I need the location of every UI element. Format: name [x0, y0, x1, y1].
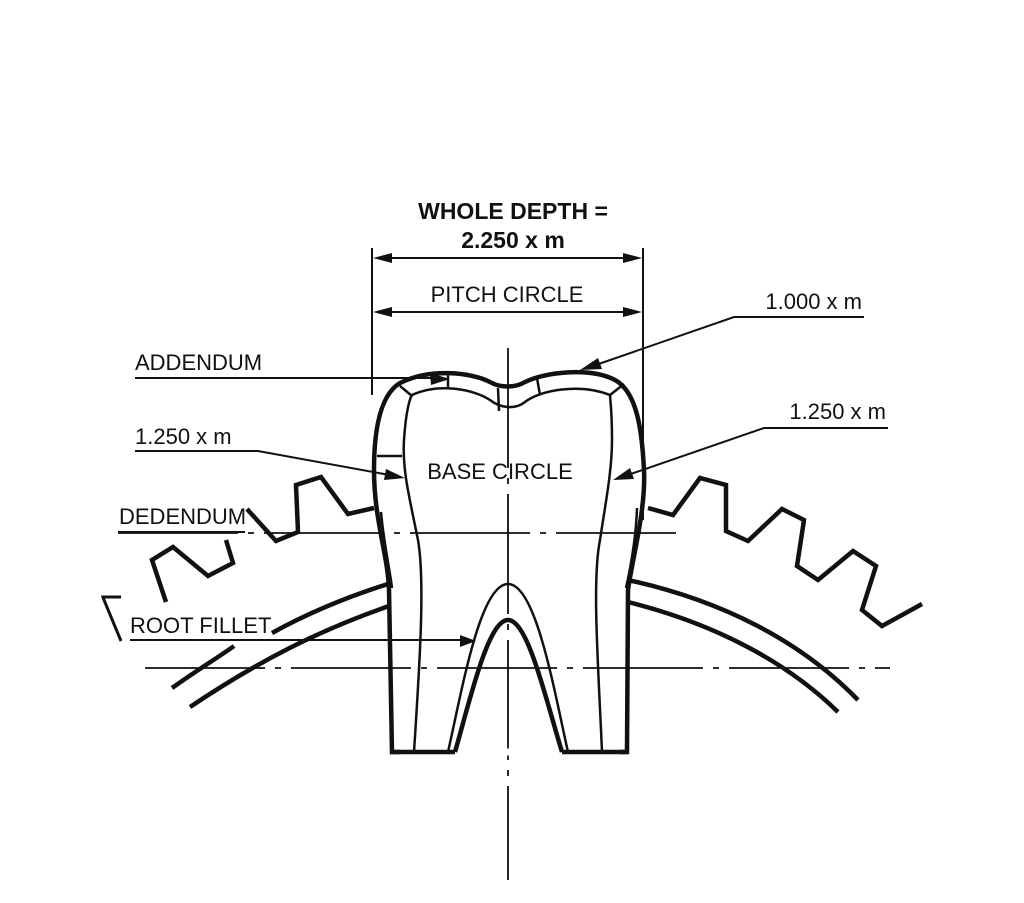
base-circle-label: BASE CIRCLE [427, 459, 573, 484]
root-fillet-curve [446, 582, 570, 753]
root-arc-outer-right [627, 577, 860, 702]
arrow-icon [430, 373, 450, 385]
crown-tick-right [609, 383, 625, 396]
addendum-label: ADDENDUM [135, 350, 262, 375]
whole-depth-value: 2.250 x m [461, 227, 565, 253]
tooth-root-gap-thick [452, 617, 565, 753]
arrow-icon [384, 469, 405, 480]
whole-depth-title: WHOLE DEPTH = [418, 198, 608, 224]
root-arc-inner-left [188, 603, 390, 709]
crown-tick-3 [535, 377, 542, 396]
gear-teeth-left [100, 474, 375, 642]
outer-profile-double-left [379, 511, 394, 589]
gear-teeth-right-row [647, 475, 924, 629]
tooth-outer-profile [371, 369, 647, 755]
crown-tick-left [399, 385, 413, 397]
addendum-value-right: 1.000 x m [765, 289, 862, 314]
root-circle-arcs [170, 577, 860, 714]
addendum-right-leader [589, 316, 864, 368]
base-profile-left [402, 394, 423, 753]
main-tooth [371, 369, 647, 756]
base-profile-right [594, 394, 614, 753]
dedendum-left-leader [135, 450, 396, 477]
root-arc-segment-left [170, 644, 236, 690]
arrow-left-icon [373, 307, 392, 317]
addendum-value-left: 1.250 x m [135, 424, 232, 449]
arrow-right-icon [623, 253, 642, 263]
dedendum-value-right: 1.250 x m [789, 399, 886, 424]
arrow-icon [580, 358, 602, 370]
gear-teeth-right [647, 475, 924, 629]
arrow-right-icon [623, 307, 642, 317]
dedendum-right-leader [621, 427, 888, 478]
pitch-circle-label: PITCH CIRCLE [431, 282, 584, 307]
gear-tooth-left-fragment [100, 595, 123, 642]
gear-tooth-left-lower [149, 539, 236, 603]
labels: WHOLE DEPTH = 2.250 x m PITCH CIRCLE ADD… [119, 198, 886, 638]
base-crown [411, 387, 611, 409]
dedendum-label: DEDENDUM [119, 504, 246, 529]
arrow-icon [613, 468, 634, 480]
root-arc-outer-left [270, 581, 389, 635]
root-fillet-label: ROOT FILLET [130, 613, 271, 638]
arrow-icon [460, 635, 476, 647]
leader-lines [118, 316, 888, 647]
pitch-circle-dimension [373, 307, 642, 317]
gear-tooth-left-upper [245, 474, 375, 544]
arrow-left-icon [373, 253, 392, 263]
outer-profile-double-right [624, 507, 639, 589]
root-arc-inner-right [627, 599, 840, 714]
crown-tick-2 [496, 387, 501, 412]
